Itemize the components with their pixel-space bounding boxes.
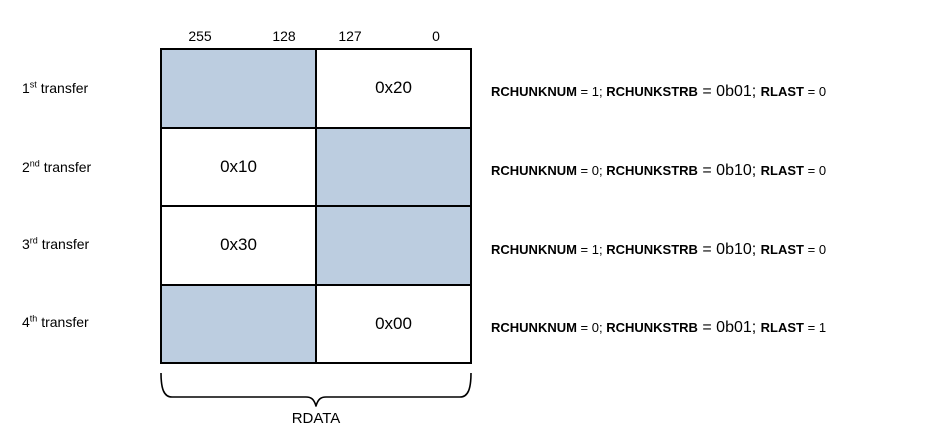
cell-row1-upper-half	[161, 49, 316, 128]
cell-row3-lower-half	[316, 206, 471, 285]
rchunkstrb-value: = 0b01;	[697, 83, 761, 100]
rchunkstrb-label: RCHUNKSTRB	[606, 320, 698, 335]
ordinal-suffix: st	[29, 79, 37, 90]
brace-icon	[160, 373, 472, 407]
annotation-row2: RCHUNKNUM = 0; RCHUNKSTRB = 0b10; RLAST …	[491, 162, 826, 179]
bit-label-127: 127	[338, 28, 362, 44]
transfer-label-4: 4th transfer	[22, 314, 89, 330]
cell-row2-upper-half: 0x10	[161, 127, 316, 206]
ordinal-number: 1	[22, 80, 30, 96]
rchunknum-label: RCHUNKNUM	[491, 84, 577, 99]
transfer-label-1: 1st transfer	[22, 80, 88, 96]
rlast-value: = 0	[804, 163, 827, 178]
annotation-row1: RCHUNKNUM = 1; RCHUNKSTRB = 0b01; RLAST …	[491, 83, 826, 100]
rchunknum-label: RCHUNKNUM	[491, 163, 577, 178]
cell-row2-lower-half	[316, 127, 471, 206]
rchunknum-label: RCHUNKNUM	[491, 242, 577, 257]
rlast-value: = 0	[804, 242, 827, 257]
cell-row4-upper-half	[161, 284, 316, 363]
rlast-label: RLAST	[760, 242, 804, 257]
rchunkstrb-value: = 0b01;	[697, 319, 761, 336]
ordinal-suffix: th	[29, 313, 38, 324]
rchunknum-value: = 1;	[576, 242, 607, 257]
transfer-word: transfer	[41, 236, 90, 252]
ordinal-suffix: rd	[29, 235, 38, 246]
transfer-label-3: 3rd transfer	[22, 236, 89, 252]
bit-label-128: 128	[272, 28, 296, 44]
rchunkstrb-value: = 0b10;	[697, 241, 761, 258]
bit-label-0: 0	[432, 28, 440, 44]
bit-label-255: 255	[188, 28, 212, 44]
cell-row1-lower-half: 0x20	[316, 49, 471, 128]
rchunknum-label: RCHUNKNUM	[491, 320, 577, 335]
transfer-label-2: 2nd transfer	[22, 159, 91, 175]
ordinal-number: 3	[22, 236, 30, 252]
cell-value: 0x30	[220, 235, 257, 255]
rlast-value: = 1	[804, 320, 827, 335]
rchunknum-value: = 0;	[576, 163, 607, 178]
annotation-row3: RCHUNKNUM = 1; RCHUNKSTRB = 0b10; RLAST …	[491, 241, 826, 258]
cell-value: 0x10	[220, 156, 257, 176]
ordinal-suffix: nd	[29, 158, 40, 169]
rchunkstrb-label: RCHUNKSTRB	[606, 242, 698, 257]
rlast-label: RLAST	[760, 163, 804, 178]
rchunkstrb-label: RCHUNKSTRB	[606, 84, 698, 99]
transfer-word: transfer	[41, 314, 89, 330]
ordinal-number: 4	[22, 314, 30, 330]
rchunkstrb-value: = 0b10;	[697, 162, 761, 179]
rchunknum-value: = 0;	[576, 320, 607, 335]
rdata-label: RDATA	[291, 410, 341, 427]
cell-row4-lower-half: 0x00	[316, 284, 471, 363]
rlast-label: RLAST	[760, 320, 804, 335]
rlast-value: = 0	[804, 84, 827, 99]
rchunkstrb-label: RCHUNKSTRB	[606, 163, 698, 178]
transfer-word: transfer	[43, 159, 92, 175]
cell-value: 0x20	[375, 78, 412, 98]
rchunknum-value: = 1;	[576, 84, 607, 99]
cell-value: 0x00	[375, 313, 412, 333]
rdata-grid: 0x20 0x10 0x30 0x00	[160, 48, 472, 364]
ordinal-number: 2	[22, 159, 30, 175]
annotation-row4: RCHUNKNUM = 0; RCHUNKSTRB = 0b01; RLAST …	[491, 319, 826, 336]
transfer-word: transfer	[40, 80, 89, 96]
cell-row3-upper-half: 0x30	[161, 206, 316, 285]
rlast-label: RLAST	[760, 84, 804, 99]
